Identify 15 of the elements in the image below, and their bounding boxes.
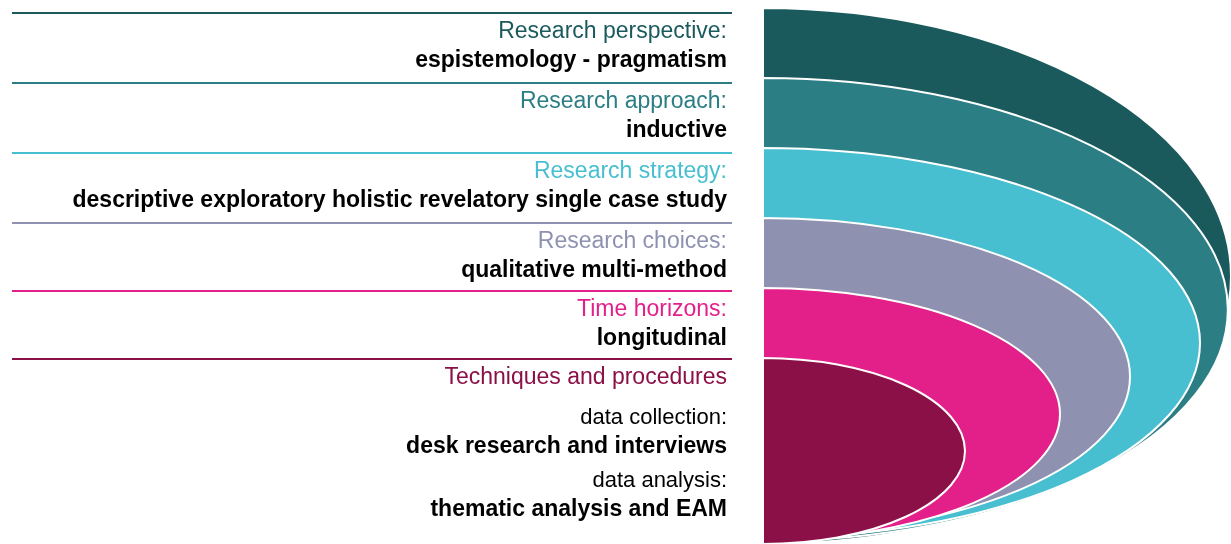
- layer-choice: espistemology - pragmatism: [415, 45, 727, 74]
- layer-choice: thematic analysis and EAM: [430, 494, 727, 523]
- method-label: data collection:: [580, 403, 727, 431]
- layer-heading: Time horizons:: [577, 294, 727, 323]
- layer-choice: descriptive exploratory holistic revelatory single case study: [72, 185, 727, 214]
- layer-choice: longitudinal: [596, 323, 727, 352]
- layer-choice: inductive: [626, 115, 727, 144]
- layer-heading: Techniques and procedures: [444, 362, 727, 391]
- layer-choice: qualitative multi-method: [461, 255, 727, 284]
- layer-heading: Research perspective:: [498, 16, 727, 45]
- layer-heading: Research choices:: [537, 226, 727, 255]
- layer-heading: Research strategy:: [533, 156, 727, 185]
- layer-choice: desk research and interviews: [406, 431, 727, 460]
- layer-heading: Research approach:: [519, 86, 727, 115]
- method-label: data analysis:: [592, 466, 727, 494]
